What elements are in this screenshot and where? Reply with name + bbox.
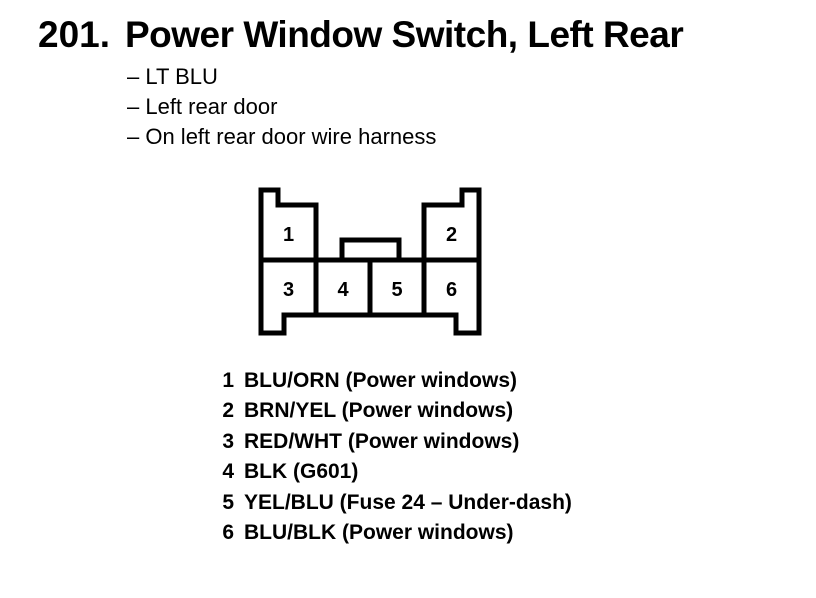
note-wire-color: – LT BLU: [127, 64, 218, 89]
legend-pin-number: 4: [222, 460, 234, 484]
note-location: – Left rear door: [127, 94, 278, 119]
connector-diagram: 1 2 3 4 5 6: [253, 178, 487, 342]
pin-number: 1: [283, 224, 294, 246]
legend-wire-label: BLU/BLK (Power windows): [244, 521, 514, 545]
pin-number: 6: [446, 279, 457, 301]
connector-face-view: 1 2 3 4 5 6: [258, 187, 482, 336]
legend-pin-number: 5: [222, 490, 234, 514]
legend-row: 4 BLK (G601): [221, 457, 572, 487]
legend-row: 5 YEL/BLU (Fuse 24 – Under-dash): [221, 488, 572, 518]
note-harness: – On left rear door wire harness: [127, 124, 437, 149]
pin-number: 2: [446, 224, 457, 246]
pin-number: 4: [337, 279, 349, 301]
legend-wire-label: BRN/YEL (Power windows): [244, 399, 514, 423]
legend-wire-label: RED/WHT (Power windows): [244, 429, 520, 453]
pin-legend: 1 BLU/ORN (Power windows) 2 BRN/YEL (Pow…: [221, 366, 572, 548]
legend-wire-label: BLK (G601): [244, 460, 359, 484]
legend-row: 3 RED/WHT (Power windows): [221, 427, 572, 457]
page-title: Power Window Switch, Left Rear: [125, 14, 684, 55]
legend-row: 2 BRN/YEL (Power windows): [221, 396, 572, 426]
legend-row: 6 BLU/BLK (Power windows): [221, 518, 572, 548]
legend-pin-number: 2: [222, 399, 234, 423]
pin-number: 5: [391, 279, 402, 301]
legend-row: 1 BLU/ORN (Power windows): [221, 366, 572, 396]
connector-notes: – LT BLU – Left rear door – On left rear…: [127, 62, 436, 152]
section-number: 201.: [38, 14, 111, 55]
legend-wire-label: BLU/ORN (Power windows): [244, 369, 517, 392]
legend-wire-label: YEL/BLU (Fuse 24 – Under-dash): [244, 490, 572, 514]
legend-pin-number: 3: [222, 429, 234, 453]
legend-pin-number: 6: [222, 521, 234, 545]
pin-number: 3: [283, 279, 294, 301]
legend-pin-number: 1: [222, 369, 234, 392]
